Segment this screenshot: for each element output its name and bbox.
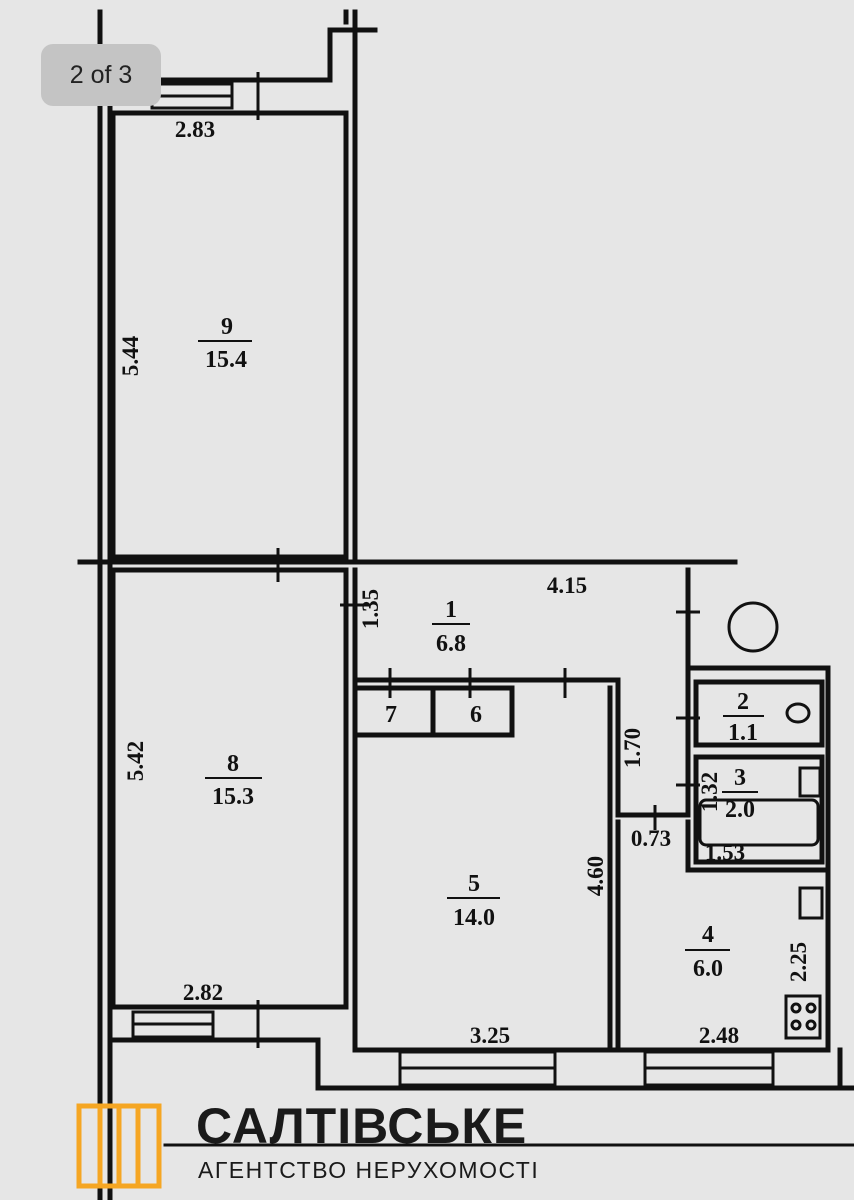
room-8-area: 15.3 (212, 784, 254, 810)
agency-watermark: САЛТІВСЬКЕ АГЕНТСТВО НЕРУХОМОСТІ (70, 1095, 630, 1190)
bathtub-icon (698, 798, 820, 847)
toilet-icon (785, 702, 811, 724)
agency-tagline: АГЕНТСТВО НЕРУХОМОСТІ (198, 1157, 540, 1183)
room-3-number: 3 (734, 765, 746, 791)
dim-hall-length: 4.15 (547, 573, 587, 598)
gas-heater-icon (727, 601, 779, 653)
dim-room8-width: 2.82 (183, 980, 223, 1005)
room-4-number: 4 (702, 922, 714, 948)
dim-room9-length: 5.44 (118, 335, 143, 376)
dim-room3-width: 1.32 (697, 772, 722, 812)
dim-room5-width: 3.25 (470, 1023, 510, 1048)
dim-corridor-width: 0.73 (631, 826, 671, 851)
dim-room9-width: 2.83 (175, 117, 215, 142)
dim-hall-width: 1.35 (358, 589, 383, 629)
sink-icon (798, 766, 822, 798)
room-2-area: 1.1 (728, 720, 758, 746)
windows (131, 82, 775, 1087)
agency-name: САЛТІВСЬКЕ (196, 1098, 528, 1154)
dim-room8-length: 5.42 (123, 741, 148, 781)
dim-room5-length: 4.60 (583, 856, 608, 896)
room-4-area: 6.0 (693, 956, 723, 982)
agency-logo-icon (76, 1103, 162, 1189)
room-3-area: 2.0 (725, 797, 755, 823)
room-1-number: 1 (445, 597, 457, 623)
room-7-number: 7 (385, 702, 397, 728)
page-indicator: 2 of 3 (41, 44, 161, 106)
walls (77, 9, 854, 1200)
door-marks (256, 72, 700, 1048)
room-6-number: 6 (470, 702, 482, 728)
room-5-area: 14.0 (453, 905, 495, 931)
kitchen-sink-icon (798, 886, 824, 920)
dim-room3-length: 1.53 (705, 840, 745, 865)
room-1-area: 6.8 (436, 631, 466, 657)
room-labels (198, 340, 764, 951)
room-9-number: 9 (221, 314, 233, 340)
room-5-number: 5 (468, 871, 480, 897)
fixtures (698, 601, 824, 1040)
dim-kitchen-length: 2.48 (699, 1023, 739, 1048)
stove-icon (784, 994, 822, 1040)
dim-corridor-length: 1.70 (620, 728, 645, 768)
room-8-number: 8 (227, 751, 239, 777)
dim-kitchen-width: 2.25 (786, 942, 811, 982)
room-2-number: 2 (737, 689, 749, 715)
room-9-area: 15.4 (205, 347, 247, 373)
